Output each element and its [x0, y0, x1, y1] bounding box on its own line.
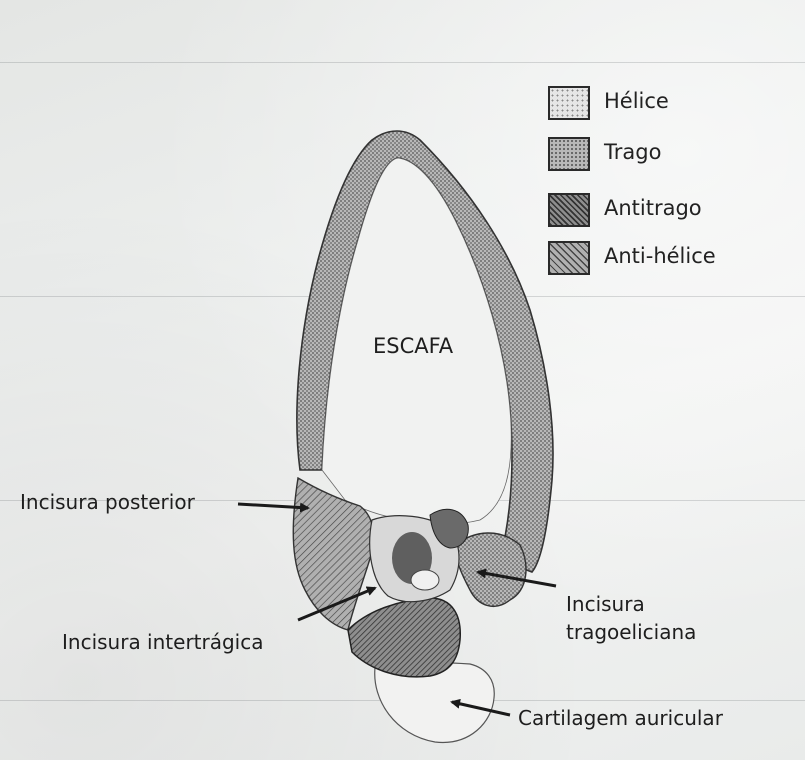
legend-label: Antitrago: [604, 196, 702, 220]
tragus-swatch: [548, 137, 590, 171]
canal-highlight: [411, 570, 439, 590]
intertragic-notch-label: Incisura intertrágica: [62, 630, 263, 654]
scapha-label: ESCAFA: [373, 334, 453, 358]
tragus-region: [455, 533, 526, 606]
posterior-notch-label: Incisura posterior: [20, 490, 195, 514]
anti-helix-swatch: [548, 241, 590, 275]
legend-label: Hélice: [604, 89, 669, 113]
antitragus-swatch: [548, 193, 590, 227]
tragohelicine-notch-label-line2: tragoeliciana: [566, 620, 696, 644]
helix-swatch: [548, 86, 590, 120]
legend-label: Trago: [604, 140, 661, 164]
legend-label: Anti-hélice: [604, 244, 716, 268]
auricular-cartilage-label: Cartilagem auricular: [518, 706, 723, 730]
tragohelicine-notch-label-line1: Incisura: [566, 592, 645, 616]
antitragus-region: [348, 598, 460, 677]
